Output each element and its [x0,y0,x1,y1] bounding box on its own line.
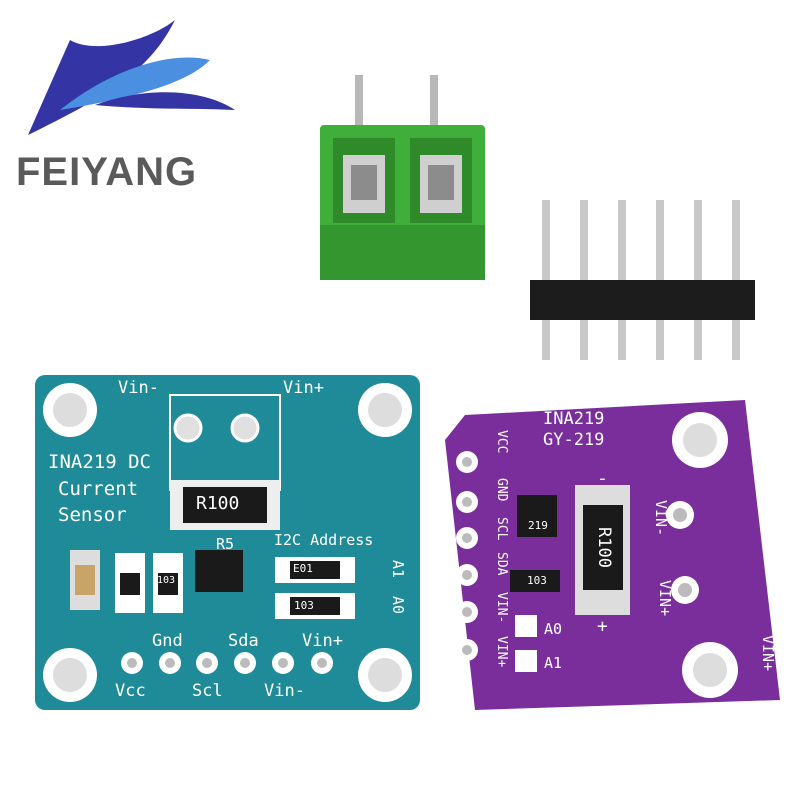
feiyang-logo-text: FEIYANG [16,150,198,194]
teal-label-vin-plus-bottom: Vin+ [302,631,343,651]
purple-pin-hole [462,607,472,617]
purple-pin-vcc: VCC [494,430,509,454]
pin-header-6pin [530,200,755,360]
teal-pin-hole [278,658,288,668]
teal-label-vin-plus-top: Vin+ [283,378,324,398]
teal-label-a0: A0 [389,596,407,615]
gy219-purple-board [445,400,780,710]
purple-pin-vin-minus: VIN- [494,592,509,624]
purple-label-103: 103 [527,574,547,587]
purple-pin-gnd: GND [494,478,509,502]
teal-label-sda: Sda [228,631,259,651]
teal-label-vin-minus-bottom: Vin- [264,681,305,701]
purple-label-a0: A0 [544,620,563,638]
teal-label-vin-minus-top: Vin- [118,378,159,398]
purple-title-1: INA219 [543,409,605,429]
teal-label-title-3: Sensor [58,504,127,526]
purple-pin-scl: SCL [494,517,509,541]
purple-label-vin-plus-right: VIN+ [759,635,777,672]
purple-title-2: GY-219 [543,430,605,450]
teal-pin-hole [165,658,175,668]
purple-label-minus: - [597,468,608,489]
purple-label-vin-minus-right: VIN- [759,430,777,467]
teal-label-i2c: I2C Address [274,531,374,549]
purple-label-plus: + [597,616,608,637]
teal-pin-hole [127,658,137,668]
purple-pin-hole [462,570,472,580]
purple-pin-hole [462,497,472,507]
feiyang-logo-mark [28,20,235,135]
teal-pin-hole [317,658,327,668]
teal-label-scl: Scl [192,681,223,701]
teal-label-r100: R100 [196,493,240,514]
ina219-teal-board [35,375,420,710]
purple-label-chip: 219 [528,519,548,532]
teal-label-title-2: Current [58,478,139,500]
purple-pin-sda: SDA [494,552,509,576]
teal-pin-hole [240,658,250,668]
teal-label-title-1: INA219 DC [48,451,151,473]
purple-label-r100: R100 [594,527,614,568]
teal-label-103b: 103 [157,575,176,586]
screw-terminal-block [320,75,485,280]
purple-label-vin-plus-mid: VIN+ [656,580,674,617]
teal-label-103a: 103 [294,599,314,612]
purple-pin-hole [462,645,472,655]
purple-pin-hole [462,457,472,467]
teal-label-r5: R5 [216,535,235,553]
teal-label-gnd: Gnd [152,631,183,651]
purple-pin-hole [462,533,472,543]
purple-label-vin-minus-mid: VIN- [652,500,670,537]
teal-label-e01: E01 [293,562,313,575]
purple-label-a1: A1 [544,654,563,672]
teal-pin-hole [202,658,212,668]
purple-pin-vin-plus: VIN+ [494,636,509,668]
teal-label-a1: A1 [389,560,407,579]
teal-label-vcc: Vcc [115,681,146,701]
